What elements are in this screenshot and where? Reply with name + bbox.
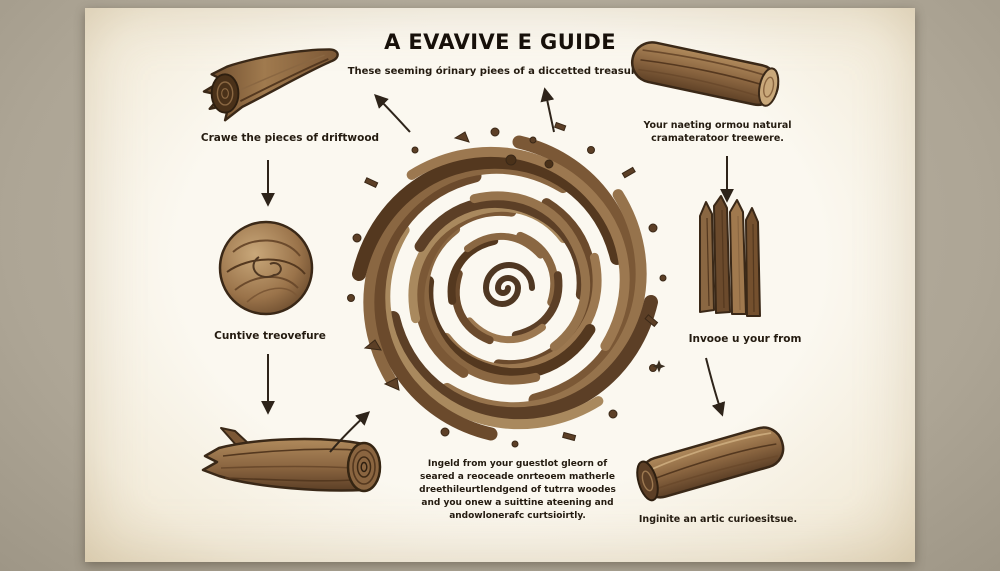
- paragraph-line: and you onew a suittine ateening and: [421, 498, 614, 509]
- ringed-driftwood-log-icon: [201, 427, 382, 493]
- paragraph-line: Ingeld from your guestlot gleorn of: [427, 459, 608, 469]
- label-top-right-line2: cramateratoor treewere.: [651, 132, 784, 144]
- page-subtitle: These seeming órinary piees of a diccett…: [347, 66, 653, 77]
- driftwood-stick-bundle-icon: [699, 195, 761, 317]
- driftwood-debris: [347, 121, 667, 448]
- label-top-right: Your naeting ormou natural cramateratoor…: [630, 120, 805, 146]
- twisted-driftwood-sphere-icon: [218, 220, 314, 316]
- smooth-driftwood-log-icon: [630, 41, 780, 107]
- parchment-panel: A EVAVIVE E GUIDE These seeming órinary …: [85, 8, 915, 562]
- label-bottom-right: Inginite an artic curioesitsue.: [638, 514, 798, 525]
- paragraph-line: seared a reoceade onrteoem matherle: [420, 472, 615, 483]
- label-right: Invooe u your from: [688, 333, 802, 345]
- label-left: Cuntive treovefure: [214, 330, 326, 342]
- page-title: A EVAVIVE E GUIDE: [384, 30, 616, 54]
- paragraph-line: dreethileurtlendgend of tutrra woodes: [419, 485, 616, 496]
- driftwood-spiral-vortex-icon: [330, 120, 680, 456]
- label-top-right-line1: Your naeting ormou natural: [643, 120, 792, 131]
- label-top-left: Crawe the pieces of driftwood: [200, 132, 380, 144]
- jagged-driftwood-branch-icon: [202, 48, 339, 122]
- weathered-driftwood-log-icon: [636, 426, 785, 502]
- paragraph-line: andowlonerafc curtsioirtly.: [449, 511, 586, 522]
- label-bottom-center: Ingeld from your guestlot gleorn of sear…: [400, 458, 635, 523]
